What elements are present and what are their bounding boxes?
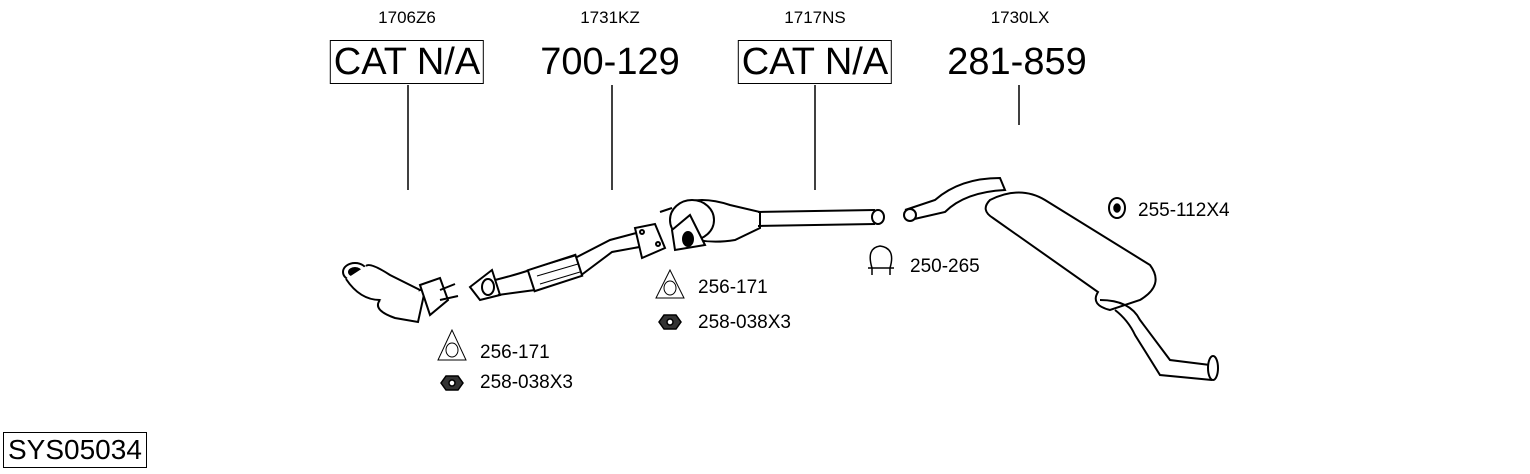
gasket-icon — [437, 328, 467, 361]
part-code-1: 1706Z6 — [378, 8, 436, 27]
gasket-icon — [655, 268, 685, 299]
middle-catalyst-part[interactable] — [659, 199, 885, 252]
part-code-2: 1731KZ — [580, 8, 640, 27]
part-ref-3[interactable]: CAT N/A — [737, 40, 893, 84]
part-ref-2[interactable]: 700-129 — [540, 41, 680, 83]
accessory-label[interactable]: 250-265 — [910, 256, 980, 277]
nut-icon — [440, 375, 464, 391]
rubber-mount-icon — [1108, 197, 1126, 219]
rear-silencer-part[interactable] — [903, 176, 1219, 381]
accessory-label[interactable]: 258-038X3 — [698, 312, 791, 333]
nut-icon — [658, 314, 682, 330]
part-ref-4[interactable]: 281-859 — [947, 41, 1087, 83]
part-code-4: 1730LX — [990, 8, 1050, 27]
front-catalyst-part[interactable] — [342, 262, 459, 324]
clamp-icon — [868, 245, 894, 275]
accessory-label[interactable]: 256-171 — [480, 342, 550, 363]
accessory-label[interactable]: 256-171 — [698, 277, 768, 298]
part-code-3: 1717NS — [784, 8, 846, 27]
part-ref-1[interactable]: CAT N/A — [329, 40, 485, 84]
system-id: SYS05034 — [3, 432, 147, 468]
front-pipe-part[interactable] — [468, 222, 667, 302]
accessory-label[interactable]: 258-038X3 — [480, 372, 573, 393]
accessory-label[interactable]: 255-112X4 — [1138, 200, 1230, 221]
